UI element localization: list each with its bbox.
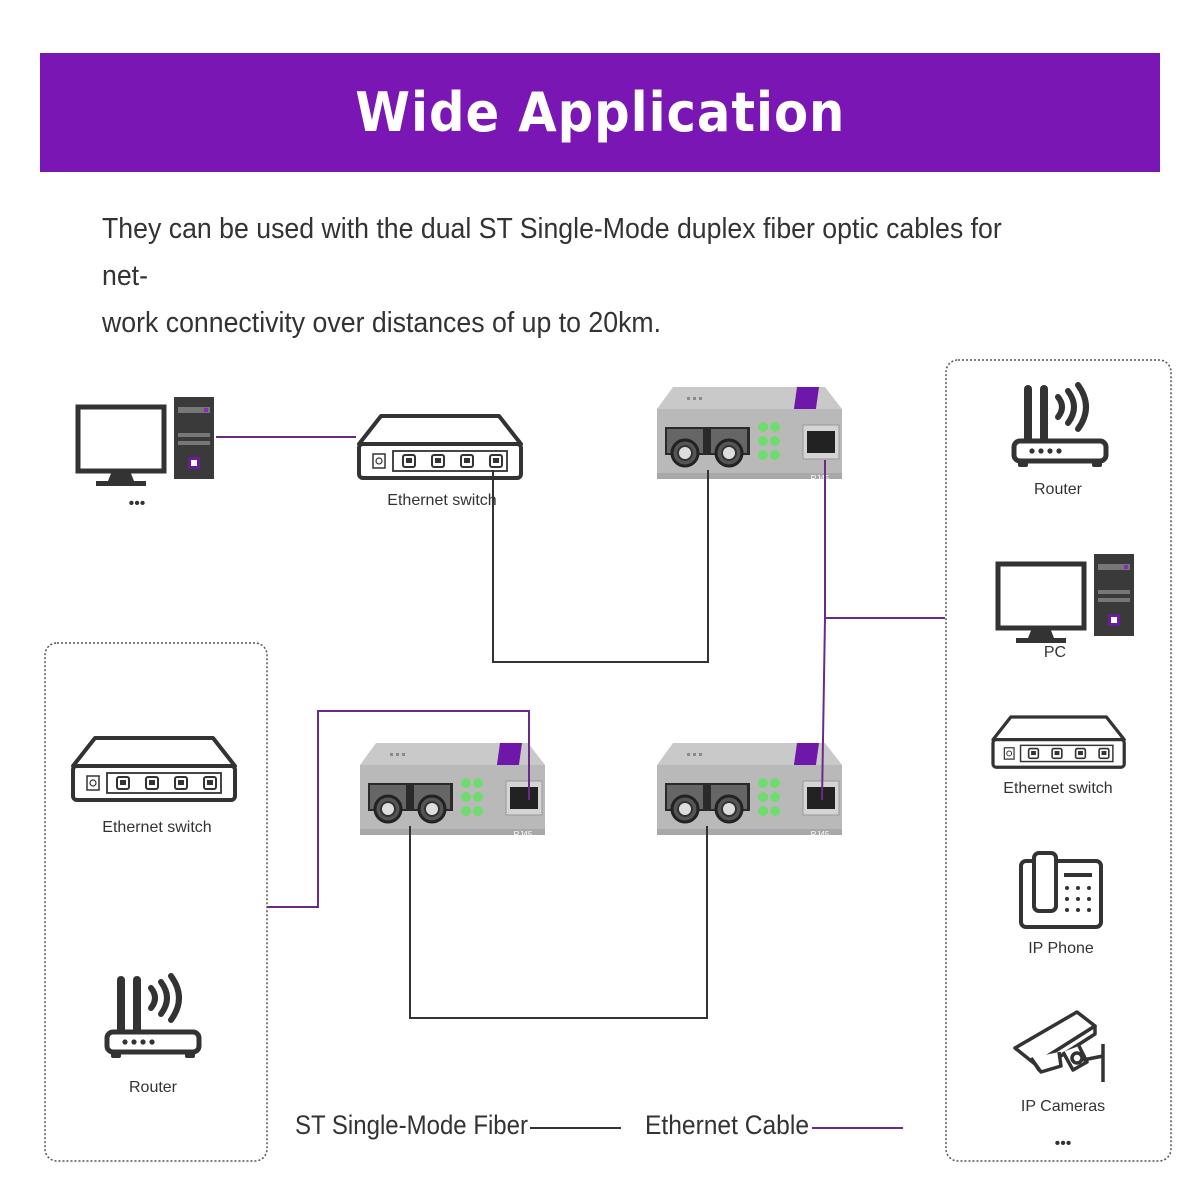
legend-ethernet-label: Ethernet Cable bbox=[645, 1110, 809, 1140]
right-group-switch-label: Ethernet switch bbox=[1003, 780, 1112, 797]
right-group-camera-label: IP Cameras bbox=[1021, 1098, 1105, 1115]
ethernet-cable-left-group bbox=[267, 710, 530, 908]
left-group-switch-label: Ethernet switch bbox=[102, 819, 211, 836]
ethernet-switch-icon-left bbox=[71, 736, 237, 802]
right-device-group bbox=[945, 359, 1172, 1162]
ip-camera-icon bbox=[1013, 1010, 1105, 1084]
switch-label-top: Ethernet switch bbox=[387, 492, 496, 509]
pc-icon-top-left bbox=[78, 397, 214, 486]
media-converter-bottom-left: RJ45 bbox=[358, 741, 547, 839]
fiber-cable-bottom bbox=[409, 826, 708, 1019]
media-converter-bottom-right: RJ45 bbox=[655, 741, 844, 839]
description-line-1: They can be used with the dual ST Single… bbox=[102, 213, 1002, 292]
right-group-pc-label: PC bbox=[1044, 644, 1066, 661]
router-icon-right bbox=[1014, 385, 1106, 467]
router-icon-left bbox=[107, 976, 199, 1058]
ethernet-cable-converters bbox=[821, 617, 826, 801]
description-line-2: work connectivity over distances of up t… bbox=[102, 307, 662, 339]
header-banner: Wide Application bbox=[40, 53, 1160, 172]
description: They can be used with the dual ST Single… bbox=[102, 206, 1022, 347]
ethernet-switch-icon-right bbox=[991, 715, 1126, 769]
ethernet-cable-top-converter bbox=[824, 460, 945, 619]
ip-phone-icon bbox=[1019, 851, 1103, 929]
ethernet-switch-icon-top bbox=[357, 414, 523, 480]
pc-more-dots: ••• bbox=[129, 495, 146, 512]
legend-fiber-label: ST Single-Mode Fiber bbox=[295, 1110, 528, 1140]
left-group-router-label: Router bbox=[129, 1079, 178, 1096]
rj45-label: RJ45 bbox=[811, 830, 830, 839]
rj45-label: RJ45 bbox=[811, 474, 830, 483]
media-converter-top: RJ45 bbox=[655, 385, 844, 483]
right-group-phone-label: IP Phone bbox=[1028, 940, 1094, 957]
right-group-router-label: Router bbox=[1034, 481, 1083, 498]
page-title: Wide Application bbox=[355, 81, 845, 144]
rj45-label: RJ45 bbox=[514, 830, 533, 839]
fiber-cable-top bbox=[492, 470, 709, 663]
right-group-more-dots: ••• bbox=[1055, 1135, 1072, 1152]
left-device-group bbox=[44, 642, 268, 1162]
pc-icon-right bbox=[998, 554, 1134, 643]
